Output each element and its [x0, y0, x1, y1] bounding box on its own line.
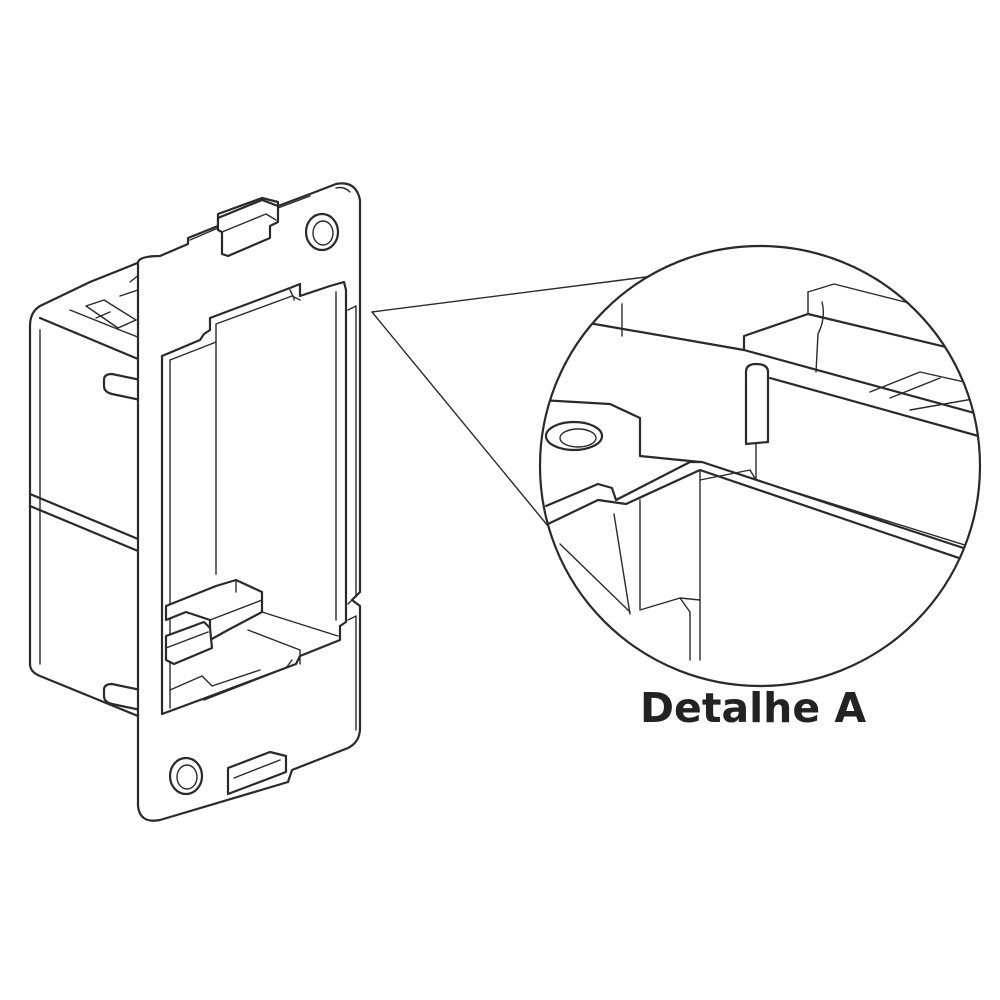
- bottom-tab: [226, 750, 288, 796]
- bottom-screw-hole: [168, 756, 204, 796]
- detail-a-view: [538, 244, 982, 688]
- adapter-frame: [28, 182, 362, 822]
- bottom-catch: [164, 578, 339, 701]
- top-tab: [189, 195, 311, 258]
- front-plate: [136, 182, 362, 822]
- top-screw-hole: [304, 212, 340, 252]
- detail-caption: Detalhe A: [640, 684, 867, 732]
- inner-opening: [160, 280, 348, 716]
- side-body: [28, 256, 152, 718]
